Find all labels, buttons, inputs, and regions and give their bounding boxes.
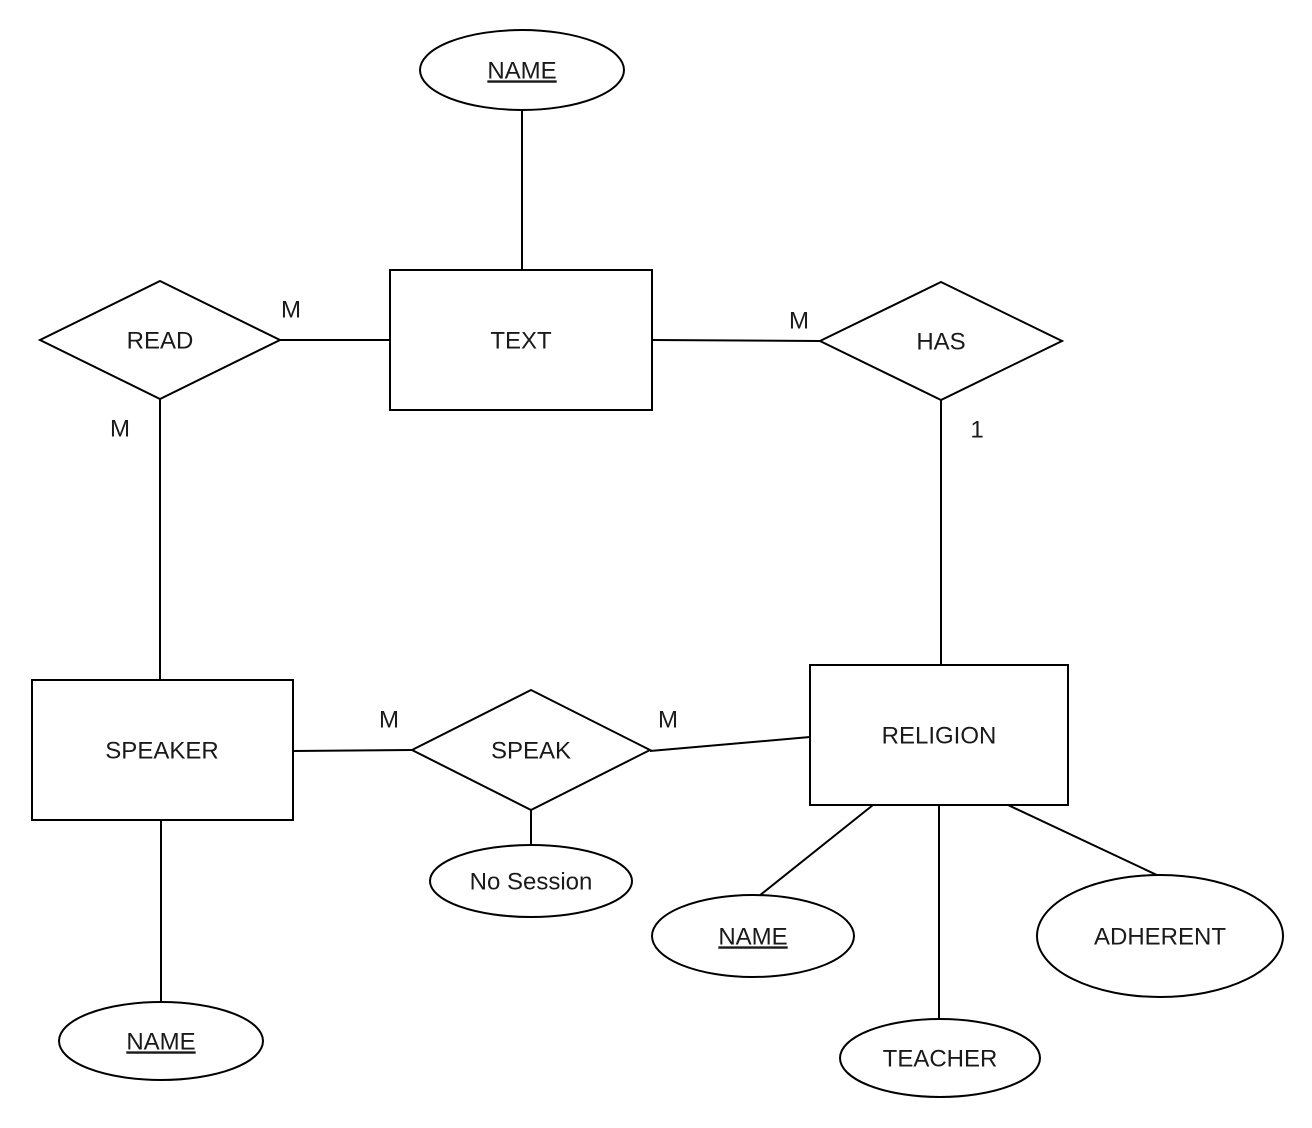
entity-religion-label: RELIGION — [882, 722, 997, 749]
relationship-has-label: HAS — [916, 328, 965, 355]
attribute-ellipse[interactable] — [429, 844, 633, 918]
relationship-diamond[interactable] — [409, 688, 653, 812]
attribute-speaker-name[interactable]: NAME — [58, 1001, 264, 1081]
connector-speaker-to-speak — [292, 749, 413, 752]
entity-rect[interactable] — [389, 269, 653, 411]
entity-rect[interactable] — [31, 679, 294, 821]
entity-rect[interactable] — [809, 664, 1069, 806]
attribute-religion-teacher[interactable]: TEACHER — [839, 1018, 1041, 1098]
relationship-diamond[interactable] — [817, 280, 1065, 402]
attribute-religion-adherent[interactable]: ADHERENT — [1036, 874, 1284, 998]
connector-speak-to-religion — [649, 736, 811, 752]
attribute-religion-name[interactable]: NAME — [651, 894, 855, 978]
relationship-read[interactable]: READ — [37, 279, 283, 401]
connector-religion-to-adherent — [1007, 804, 1160, 877]
connectors — [159, 110, 1160, 1019]
entity-text-label: TEXT — [490, 327, 552, 354]
attribute-ellipse[interactable] — [1036, 874, 1284, 998]
attribute-text-name-label: NAME — [487, 57, 556, 84]
attribute-ellipse[interactable] — [58, 1001, 264, 1081]
attribute-religion-name-label: NAME — [718, 923, 787, 950]
attribute-ellipse[interactable] — [419, 29, 625, 111]
attribute-adherent-label: ADHERENT — [1094, 923, 1226, 950]
attribute-ellipse[interactable] — [839, 1018, 1041, 1098]
attribute-no-session-label: No Session — [470, 868, 593, 895]
cardinality-labels: M M M 1 M M — [110, 296, 984, 733]
relationship-diamond[interactable] — [37, 279, 283, 401]
attribute-speak-no-session[interactable]: No Session — [429, 844, 633, 918]
connector-religion-to-name — [758, 804, 874, 897]
relationship-has[interactable]: HAS — [817, 280, 1065, 402]
attribute-ellipse[interactable] — [651, 894, 855, 978]
relationship-speak[interactable]: SPEAK — [409, 688, 653, 812]
relationship-read-label: READ — [127, 327, 194, 354]
connector-text-to-has — [651, 339, 821, 342]
attribute-teacher-label: TEACHER — [883, 1045, 998, 1072]
entity-religion[interactable]: RELIGION — [809, 664, 1069, 806]
cardinality-read-text: M — [281, 296, 301, 323]
entity-text[interactable]: TEXT — [389, 269, 653, 411]
cardinality-has-religion: 1 — [970, 416, 983, 443]
cardinality-read-speaker: M — [110, 415, 130, 442]
cardinality-speak-religion: M — [658, 706, 678, 733]
attribute-text-name[interactable]: NAME — [419, 29, 625, 111]
entity-speaker-label: SPEAKER — [105, 737, 218, 764]
attribute-speaker-name-label: NAME — [126, 1028, 195, 1055]
cardinality-speaker-speak: M — [379, 706, 399, 733]
cardinality-text-has: M — [789, 307, 809, 334]
entity-speaker[interactable]: SPEAKER — [31, 679, 294, 821]
relationship-speak-label: SPEAK — [491, 737, 571, 764]
